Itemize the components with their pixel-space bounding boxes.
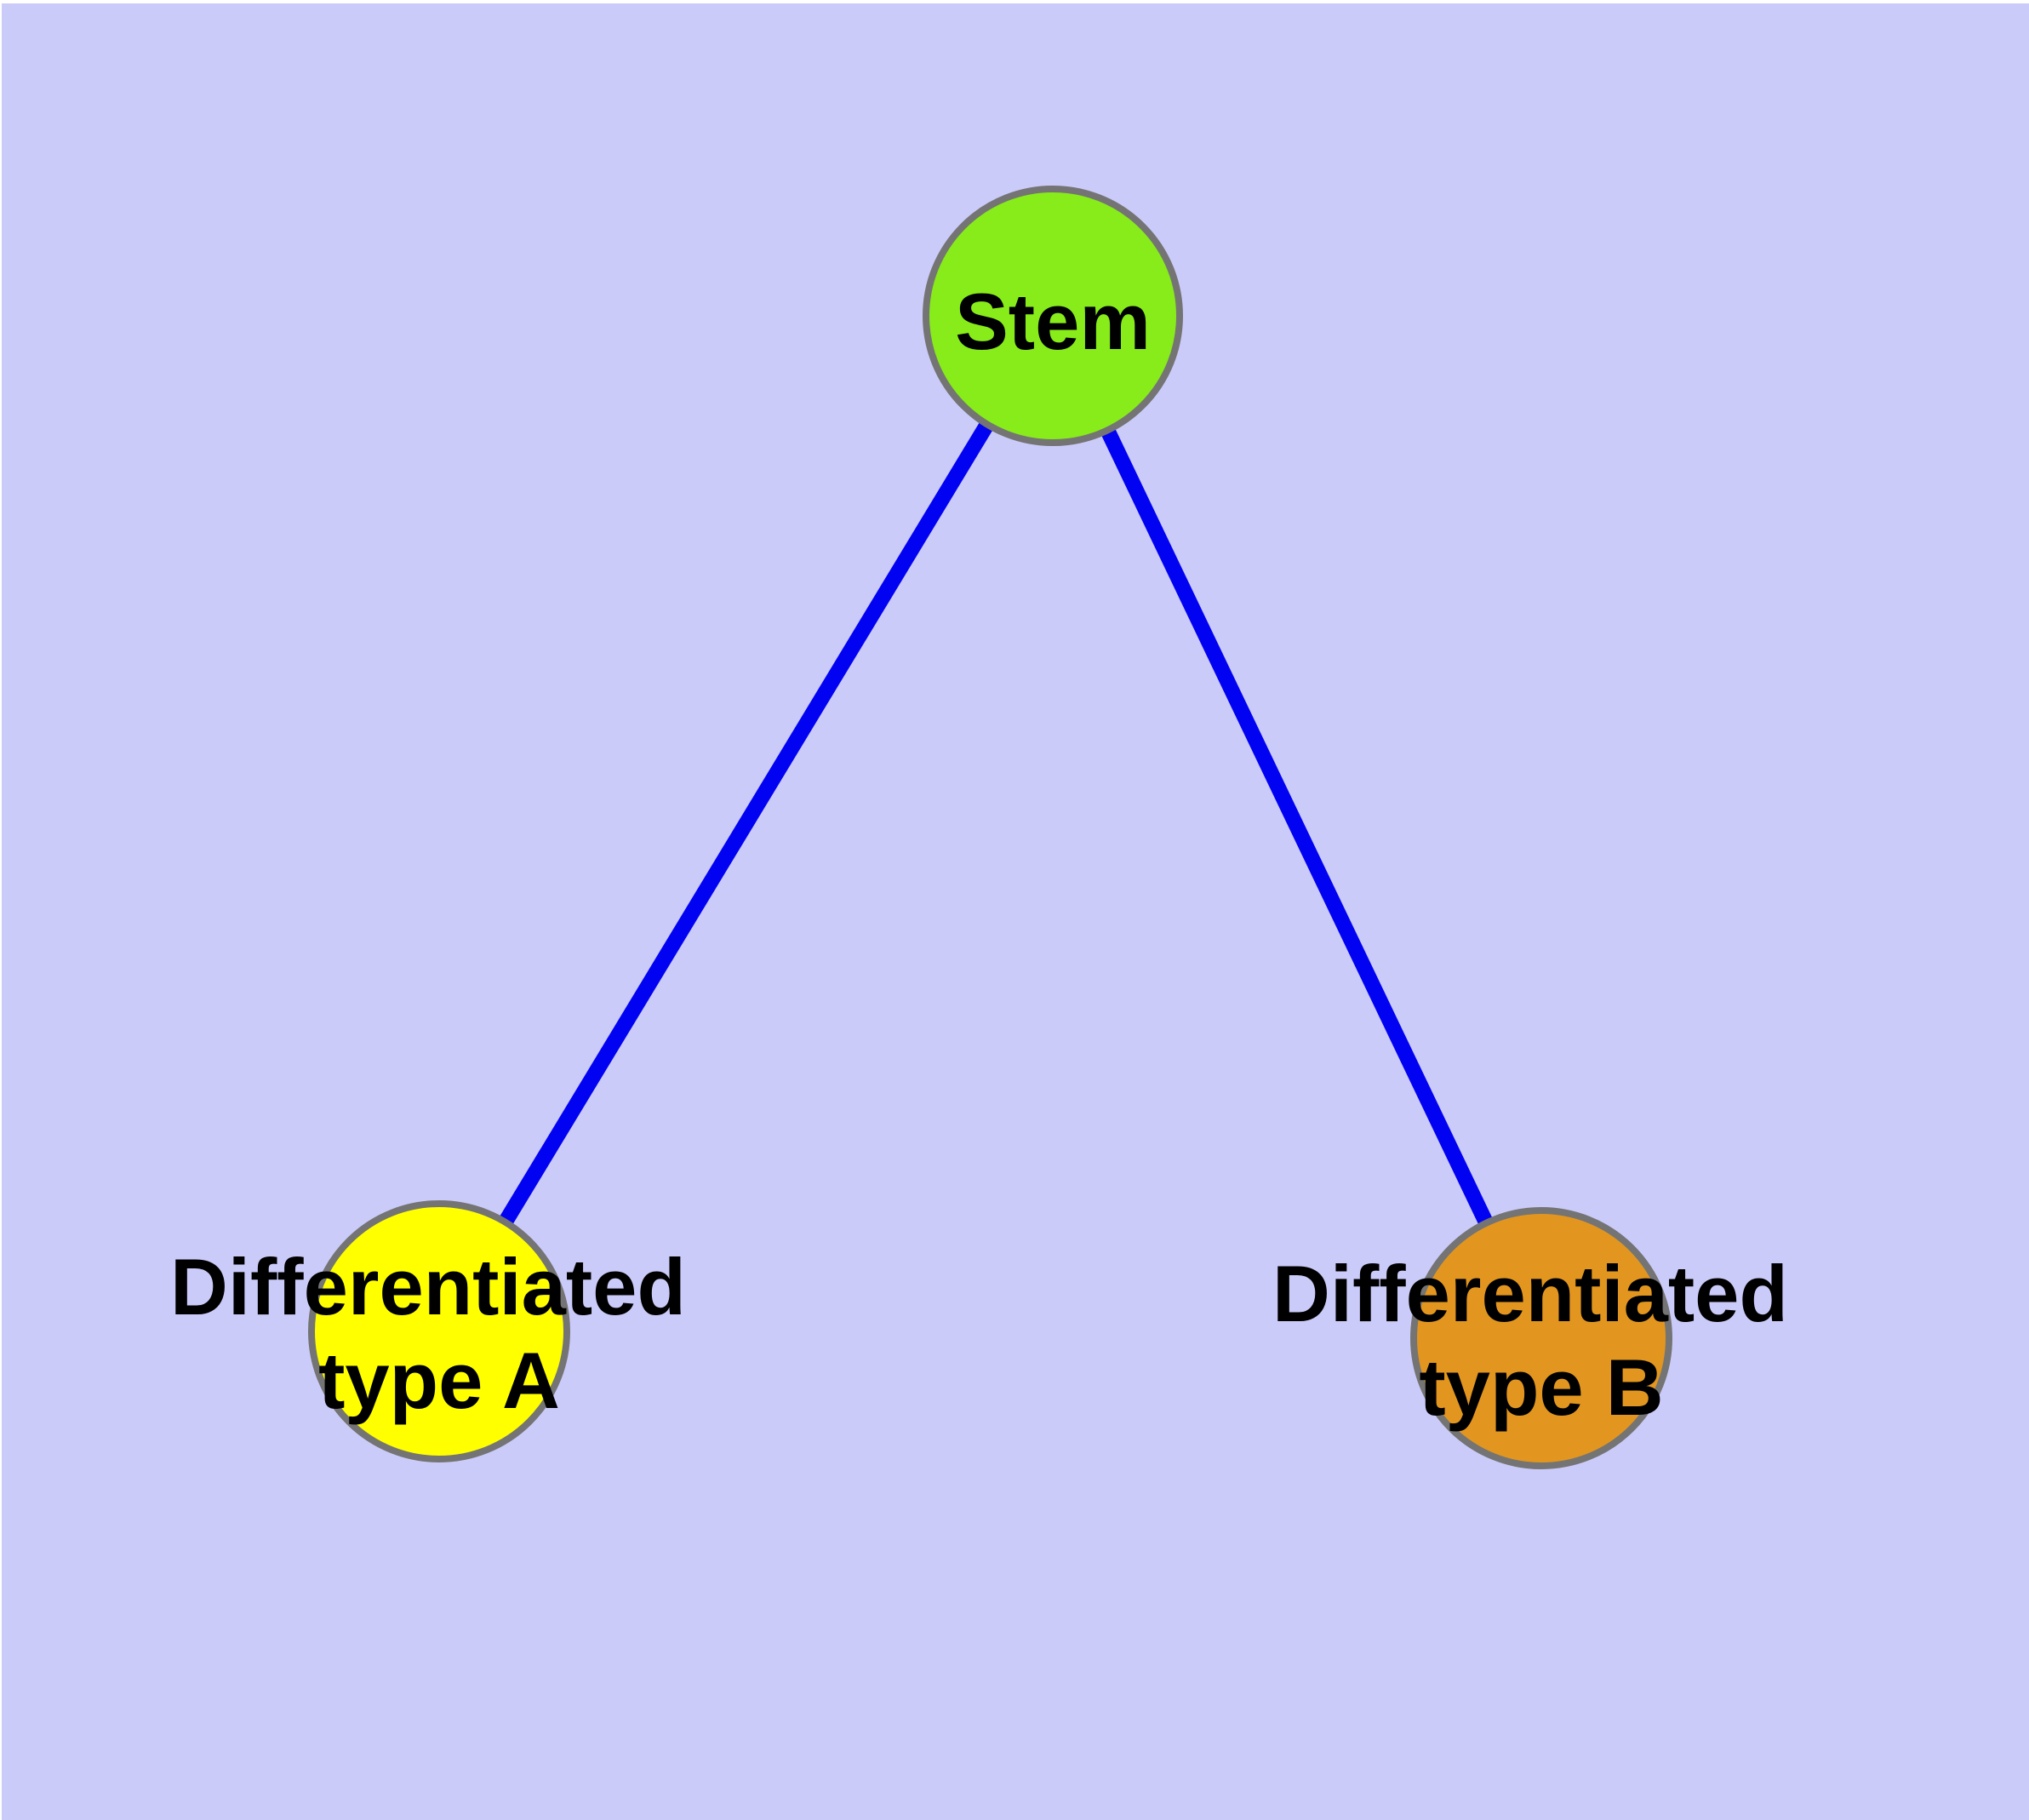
node-label-differentiated-type-b-line2: type B: [1419, 1342, 1663, 1432]
node-label-differentiated-type-b: Differentiated type B: [1272, 1249, 1810, 1432]
node-label-differentiated-type-a-line1: Differentiated: [170, 1242, 686, 1331]
node-label-stem: Stem: [955, 277, 1151, 366]
node-label-differentiated-type-b-line1: Differentiated: [1272, 1249, 1788, 1338]
edge-stem-to-type-a: [432, 312, 1060, 1336]
node-circle-stem: [923, 186, 1183, 446]
node-label-differentiated-type-a: Differentiated type A: [170, 1242, 708, 1425]
node-label-differentiated-type-a-line2: type A: [318, 1336, 560, 1425]
node-circle-differentiated-type-a: [308, 1200, 570, 1462]
edge-stem-to-type-b: [1045, 312, 1549, 1342]
node-circle-differentiated-type-b: [1410, 1207, 1672, 1469]
